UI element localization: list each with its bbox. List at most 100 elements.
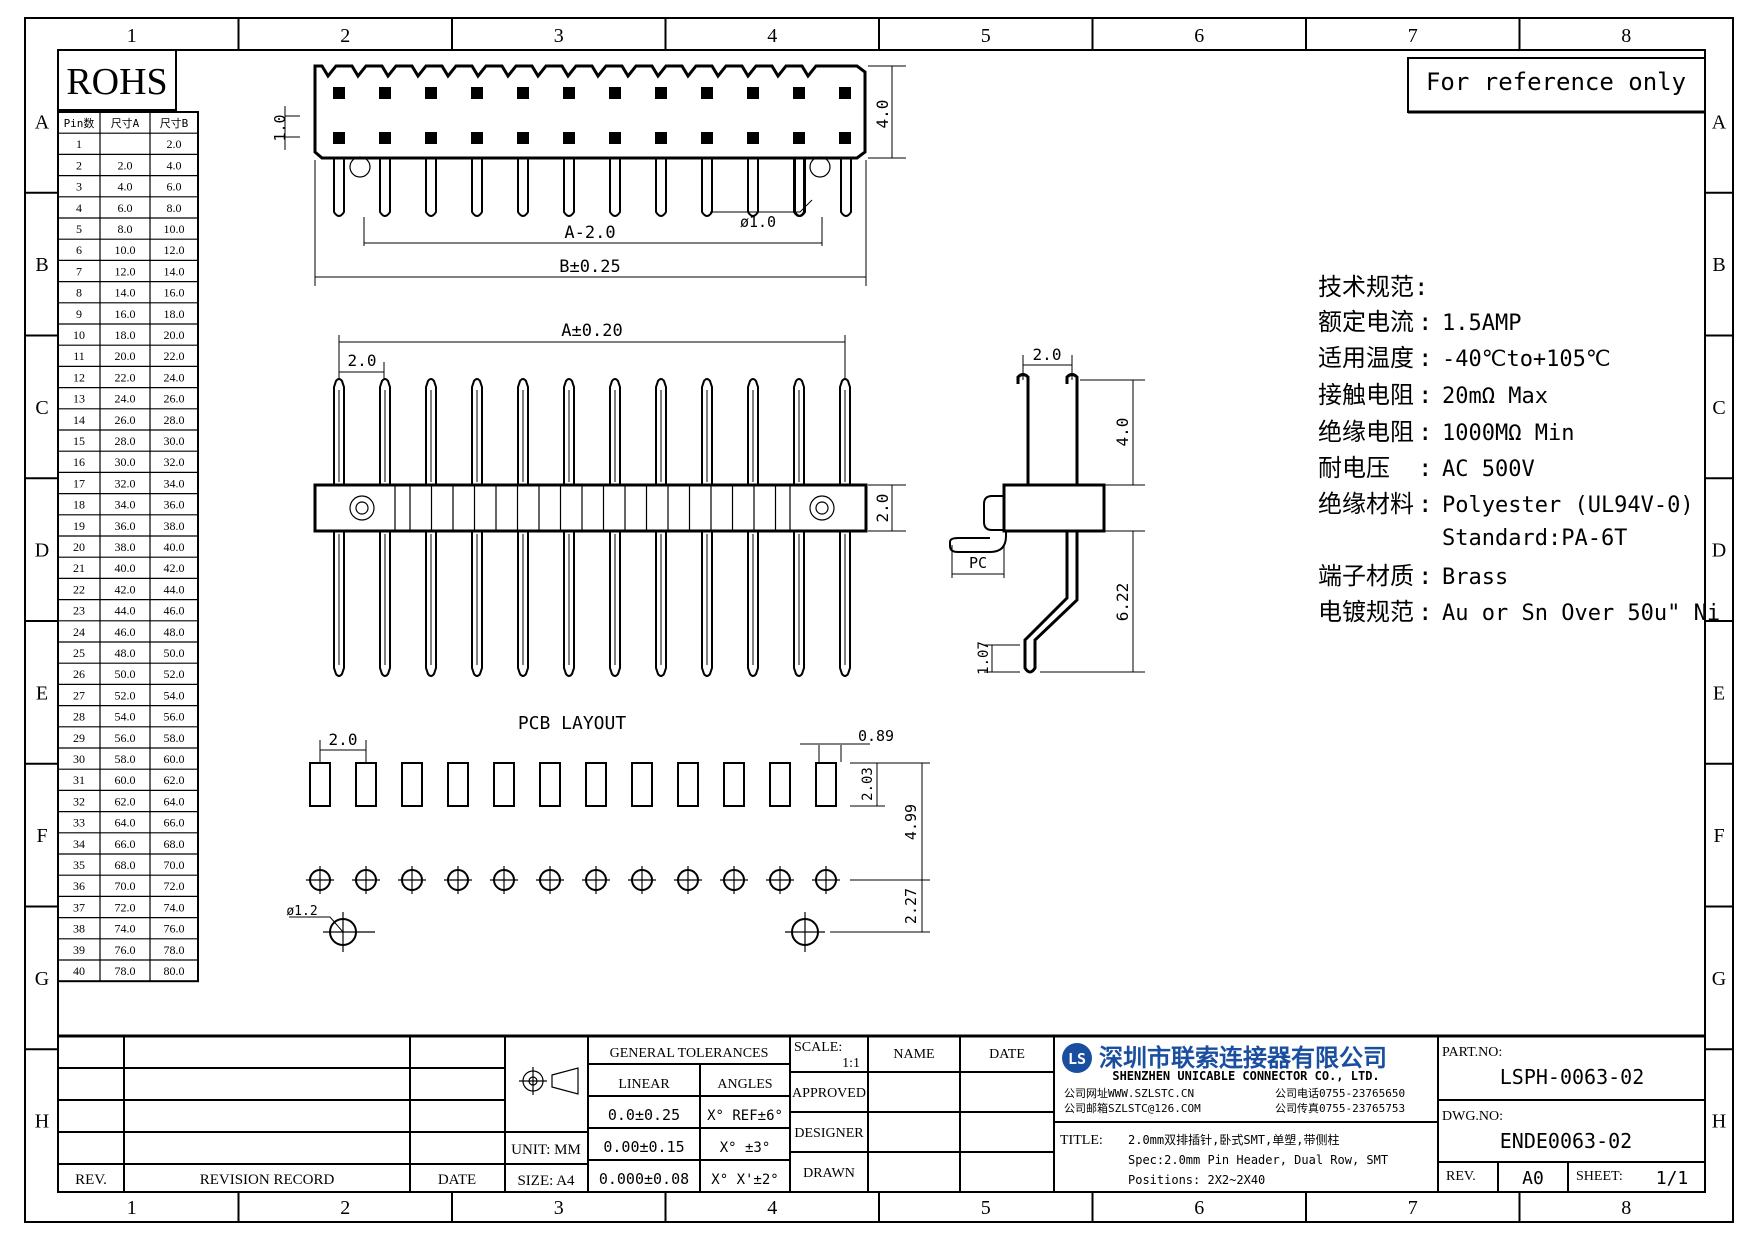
- row-mark-left: A: [35, 111, 50, 133]
- pin-table-cell: 38.0: [164, 519, 185, 533]
- dwg-no-label: DWG.NO:: [1442, 1109, 1503, 1124]
- spec-separator: :: [1418, 418, 1432, 446]
- pin-table-cell: 48.0: [164, 625, 185, 639]
- revision-date-label: DATE: [438, 1172, 476, 1188]
- spec-label: 适用温度: [1318, 344, 1414, 372]
- spec-value: Brass: [1442, 565, 1508, 590]
- pcb-holes: [306, 866, 840, 894]
- spec-value: AC 500V: [1442, 457, 1535, 482]
- top-leg: [425, 158, 437, 217]
- row-mark-left: C: [35, 397, 48, 419]
- title-label: TITLE:: [1060, 1133, 1103, 1148]
- scale-label: SCALE:: [794, 1040, 842, 1055]
- pin-table-cell: 26.0: [164, 392, 185, 406]
- pin-table-header: 尺寸B: [160, 116, 189, 130]
- top-leg: [563, 158, 575, 217]
- angle-tol-3: X° X'±2°: [711, 1172, 778, 1188]
- front-pin-upper: [379, 378, 391, 485]
- pin-table-cell: 17: [73, 476, 85, 490]
- pin-table-cell: 12.0: [164, 243, 185, 257]
- company-email: 公司邮箱SZLSTC@126.COM: [1064, 1101, 1201, 1115]
- pin-table-cell: 74.0: [164, 900, 185, 914]
- revision-record-label: REVISION RECORD: [200, 1172, 335, 1188]
- pin-table-cell: 11: [73, 349, 85, 363]
- pin-table-cell: 76.0: [115, 943, 136, 957]
- col-mark-top: 3: [554, 25, 564, 47]
- pin-table-cell: 1: [76, 137, 82, 151]
- pin-table-cell: 70.0: [164, 858, 185, 872]
- pin-table-cell: 7: [76, 264, 82, 278]
- pin-table-cell: 2: [76, 158, 82, 172]
- pin-table-cell: 10.0: [115, 243, 136, 257]
- dim-a-tol: A±0.20: [561, 321, 622, 341]
- pin-table-cell: 24.0: [115, 392, 136, 406]
- row-mark-right: G: [1712, 968, 1726, 990]
- front-view-pins: [333, 378, 851, 677]
- pin-table-cell: 72.0: [164, 879, 185, 893]
- pin-table-cell: 14.0: [115, 286, 136, 300]
- pin-table-cell: 30: [73, 752, 85, 766]
- top-contact-square: [563, 132, 575, 144]
- top-contact-square: [655, 87, 667, 99]
- pin-table-cell: 8.0: [118, 222, 133, 236]
- pcb-pads: [309, 762, 837, 807]
- pcb-pad: [401, 762, 423, 807]
- front-pin-lower: [701, 531, 713, 677]
- top-legs: [333, 158, 852, 217]
- pin-table-cell: 42.0: [164, 561, 185, 575]
- pin-table-cell: 58.0: [164, 731, 185, 745]
- top-contact-square: [425, 87, 437, 99]
- pin-table-cell: 39: [73, 943, 85, 957]
- dim-a-minus-2: A-2.0: [564, 223, 615, 243]
- col-mark-top: 2: [340, 25, 350, 47]
- pin-table-cell: 52.0: [164, 667, 185, 681]
- part-no-label: PART.NO:: [1442, 1045, 1502, 1060]
- pin-table-cell: 62.0: [164, 773, 185, 787]
- pcb-hole-crosshair: [398, 866, 426, 894]
- dim-pcb-pitch: 2.0: [329, 730, 358, 749]
- pin-table-cell: 10.0: [164, 222, 185, 236]
- pin-table-cell: 30.0: [164, 434, 185, 448]
- pin-table-cell: 16.0: [115, 307, 136, 321]
- dim-top-1-0: 1.0: [271, 114, 289, 141]
- pin-table-cell: 15: [73, 434, 85, 448]
- angles-label: ANGLES: [717, 1077, 772, 1092]
- pcb-pad: [447, 762, 469, 807]
- sheet-label: SHEET:: [1576, 1169, 1623, 1184]
- col-mark-bottom: 6: [1194, 1197, 1204, 1219]
- pin-table-cell: 78.0: [164, 943, 185, 957]
- pin-table-cell: 74.0: [115, 922, 136, 936]
- col-mark-top: 7: [1408, 25, 1418, 47]
- pin-table-cell: 30.0: [115, 455, 136, 469]
- row-mark-right: H: [1712, 1111, 1726, 1133]
- spec-value: -40℃to+105℃: [1442, 347, 1611, 372]
- pin-table-cell: 64.0: [115, 816, 136, 830]
- row-mark-right: B: [1712, 254, 1725, 276]
- pin-table-cell: 56.0: [164, 710, 185, 724]
- front-pin-lower: [793, 531, 805, 677]
- pin-table-cell: 68.0: [164, 837, 185, 851]
- dim-side-pitch: 2.0: [1033, 345, 1062, 364]
- pin-table-cell: 2.0: [167, 137, 182, 151]
- drawn-label: DRAWN: [803, 1166, 855, 1181]
- row-mark-left: H: [35, 1111, 49, 1133]
- pcb-pad: [769, 762, 791, 807]
- pin-table-cell: 20.0: [164, 328, 185, 342]
- row-mark-right: F: [1713, 825, 1724, 847]
- pin-table-cell: 8: [76, 286, 82, 300]
- top-contact-square: [379, 132, 391, 144]
- pin-table-cell: 6.0: [167, 180, 182, 194]
- pin-table-cell: 4.0: [167, 158, 182, 172]
- pin-table-cell: 6.0: [118, 201, 133, 215]
- pin-table-cell: 68.0: [115, 858, 136, 872]
- pin-table-cell: 60.0: [115, 773, 136, 787]
- pin-table-cell: 18: [73, 498, 85, 512]
- pin-table-cell: 40.0: [164, 540, 185, 554]
- row-mark-left: B: [35, 254, 48, 276]
- pin-table-cell: 38: [73, 922, 85, 936]
- pin-table-cell: 36.0: [164, 498, 185, 512]
- top-contact-square: [333, 132, 345, 144]
- pin-table-cell: 54.0: [164, 688, 185, 702]
- front-pin-upper: [609, 378, 621, 485]
- spec-separator: :: [1418, 344, 1432, 372]
